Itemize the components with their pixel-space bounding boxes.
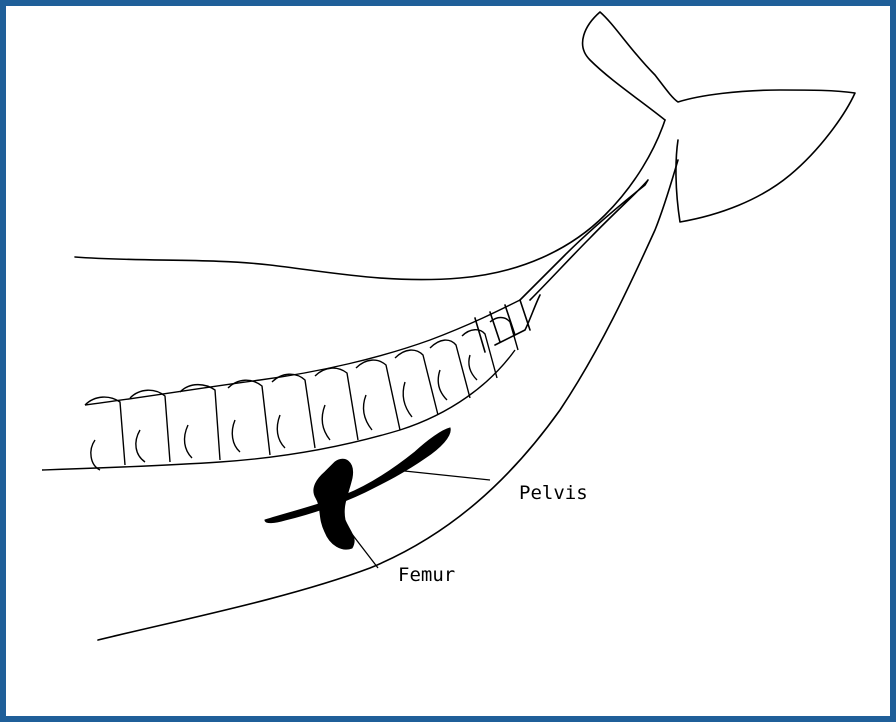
pelvis-leader-line bbox=[395, 470, 490, 480]
vertebral-column bbox=[42, 300, 520, 470]
tail-fluke bbox=[583, 12, 855, 222]
tail-vertebral-rod bbox=[520, 180, 648, 300]
whale-back-outline bbox=[75, 120, 665, 280]
caudal-vertebrae bbox=[475, 295, 540, 352]
femur-label: Femur bbox=[398, 566, 455, 585]
spine-upper-edge bbox=[85, 300, 520, 405]
whale-belly-outline bbox=[98, 160, 678, 640]
spine-lower-edge bbox=[42, 350, 515, 470]
pelvic-bones bbox=[265, 428, 450, 549]
pelvis-label: Pelvis bbox=[519, 484, 588, 503]
femur-bone bbox=[314, 459, 354, 549]
pelvis-bone bbox=[265, 428, 450, 523]
